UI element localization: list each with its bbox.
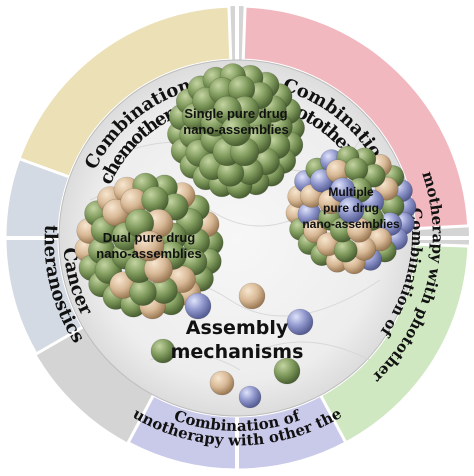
dual-assembly-label-line2: nano-assemblies: [96, 246, 202, 261]
drug-sphere: [133, 230, 165, 262]
drug-sphere: [337, 196, 365, 224]
drug-sphere: [286, 308, 314, 336]
drug-sphere: [333, 238, 358, 263]
center-label-line2: mechanisms: [171, 341, 304, 363]
drug-sphere: [184, 292, 212, 320]
drug-sphere: [220, 115, 252, 147]
single-assembly-label-line2: nano-assemblies: [183, 122, 289, 137]
multiple-assembly-label-line3: nano-assemblies: [302, 217, 400, 231]
inner-disk: [58, 59, 416, 417]
multiple-assembly-label-line2: pure drug: [323, 201, 379, 215]
multiple-assembly-label-line1: Multiple: [328, 185, 374, 199]
drug-sphere: [238, 385, 262, 409]
free-drug-molecules: [150, 282, 314, 409]
drug-sphere: [344, 157, 369, 182]
single-drug-nanoassembly: [167, 63, 305, 199]
single-assembly-label-line1: Single pure drug: [184, 106, 287, 121]
drug-sphere: [209, 370, 235, 396]
drug-sphere: [141, 186, 169, 214]
drug-sphere: [273, 357, 301, 385]
drug-sphere: [129, 278, 157, 306]
center-label-line1: Assembly: [186, 317, 289, 339]
multiple-drug-nanoassembly: [285, 145, 417, 275]
drug-sphere: [150, 338, 176, 364]
dual-drug-nanoassembly: [74, 172, 224, 320]
ring-segments: [3, 4, 471, 472]
dual-assembly-label-line1: Dual pure drug: [103, 230, 196, 245]
drug-sphere: [238, 282, 266, 310]
